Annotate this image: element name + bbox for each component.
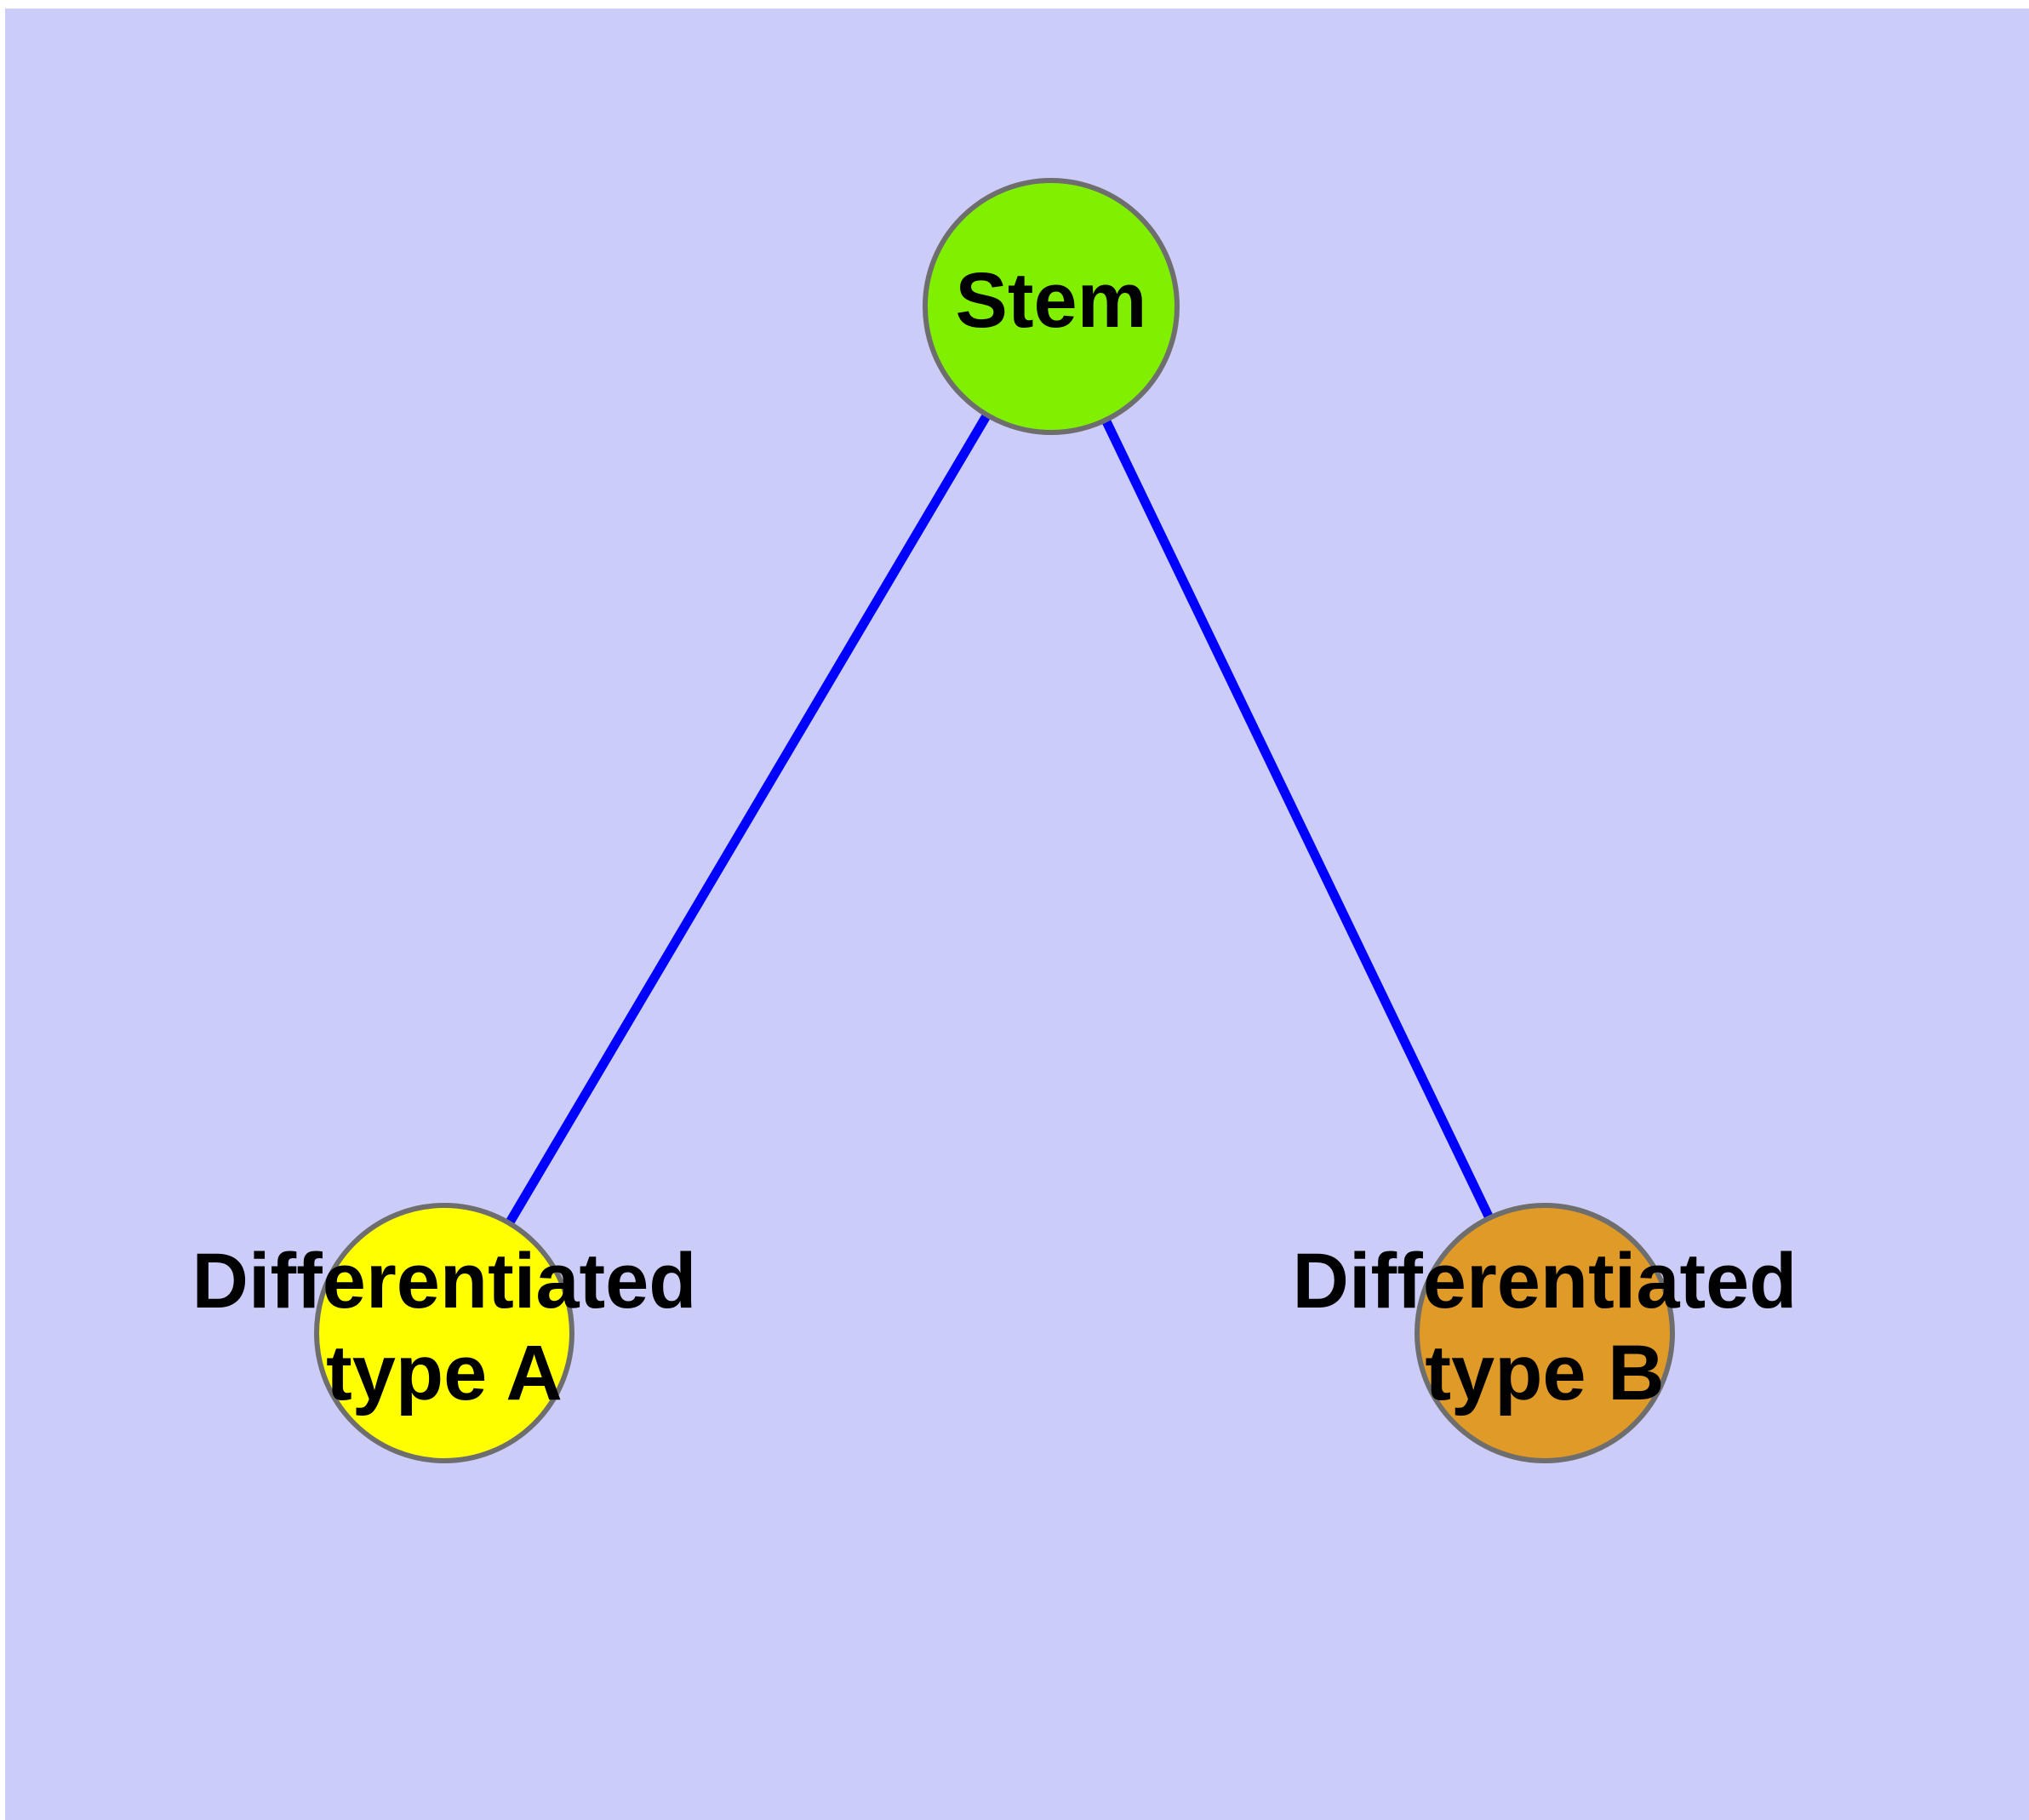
node-differentiated-type-b-circle[interactable] <box>1415 1203 1675 1463</box>
node-label-line: type B <box>1425 1330 1664 1417</box>
node-label-line: Differentiated <box>1293 1238 1798 1325</box>
edge-layer <box>440 304 1549 1336</box>
edge-stem-to-differentiated-type-b[interactable] <box>1047 304 1549 1336</box>
node-label-line: Differentiated <box>192 1238 697 1325</box>
node-label-line: Stem <box>956 257 1147 344</box>
edge-stem-to-differentiated-type-a[interactable] <box>440 304 1055 1336</box>
node-label-line: type A <box>326 1330 563 1417</box>
node-stem-circle[interactable] <box>923 178 1180 435</box>
node-differentiated-type-a-circle[interactable] <box>314 1203 574 1463</box>
node-stem[interactable]: Stem <box>923 178 1180 435</box>
node-stem-label: Stem <box>956 257 1147 344</box>
